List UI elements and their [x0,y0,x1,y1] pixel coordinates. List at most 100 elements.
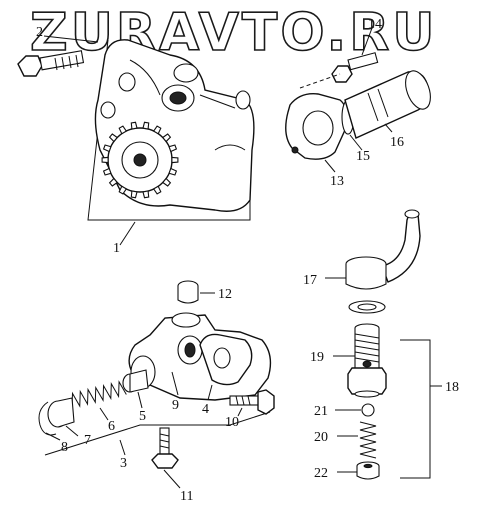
leader-6 [99,407,109,421]
valve-body-top-boss [171,312,201,328]
part-14-bolt [299,27,379,89]
part-2-bolt [17,35,99,77]
pump-side-boss [235,90,251,110]
gear-tooth [162,133,172,143]
pump-lower-boss [100,101,116,119]
pump-body-contours [129,59,246,151]
callout-8: 8 [61,440,68,455]
bolt-2-thread [54,54,79,71]
flange-13-bore [302,110,334,146]
cap-12-side [177,286,199,304]
watermark-text: ZURAVTO.RU [30,3,437,63]
pump-top-port [173,63,199,83]
gear-tooth [130,121,138,130]
gear-tooth [108,133,118,143]
bolt-11-thread [159,433,170,449]
gear-tooth [118,185,128,195]
gear-tooth [102,167,112,176]
ball-21 [361,403,375,417]
spring-20-coil [359,421,377,459]
flange-13-bolt-hole [291,146,299,154]
part-20-spring [337,421,377,459]
callout-11: 11 [180,489,193,504]
gear-tooth [162,177,172,187]
cup-7-side [57,397,75,428]
bolt-2-head [17,55,43,77]
leader-11 [163,469,181,489]
pump-body [94,39,255,212]
bolt-2-shank [39,50,85,71]
callout-4: 4 [202,402,209,417]
pump-outlet-bore [169,91,187,105]
banjo-17-pipe [381,212,421,283]
bracket-18 [400,339,431,479]
gear-tooth [168,167,178,176]
leader-1 [119,221,136,246]
banjo-bolt-19-thread [354,333,380,363]
leader-15 [349,134,363,151]
leader-10 [237,407,243,417]
leader-4 [207,384,213,401]
part-10-bolt [229,389,275,417]
plug-22-slot [363,463,373,469]
gear-tooth [108,177,118,187]
banjo-washer-hole [357,303,377,311]
callout-21: 21 [314,404,328,419]
leader-5 [137,391,143,409]
strainer-16-end [405,70,431,110]
callout-13: 13 [330,174,344,189]
gear-tooth [118,125,128,135]
part-7-cup [47,397,79,437]
bolt-14-shank [347,52,379,71]
strainer-16-bands [367,88,389,122]
gear-tooth [101,156,109,164]
gear-tooth [152,125,162,135]
callout-16: 16 [390,135,404,150]
callout-1: 1 [113,241,120,256]
leader-14 [361,27,373,56]
part-17-banjo [325,209,421,290]
bolt-10-head [257,389,275,415]
part-5-plug [122,369,149,409]
oil-pump-assembly [87,39,255,246]
bolt-10-shank [229,395,261,406]
part-13-flange [285,93,348,173]
part-6-spring [71,380,127,421]
gear-tooth [130,190,138,199]
bolt-14-axis [299,73,341,89]
callout-5: 5 [139,409,146,424]
callout-22: 22 [314,466,328,481]
banjo-bolt-19-port [362,360,372,368]
part-22-plug [337,461,380,480]
gear-tooth [168,144,178,153]
callout-2: 2 [36,25,43,40]
callout-6: 6 [108,419,115,434]
callout-18: 18 [445,380,459,395]
callout-14: 14 [368,17,382,32]
part-11-bolt [151,427,181,489]
callout-7: 7 [84,433,91,448]
leader-13 [324,159,336,173]
part-8-clip [38,401,61,441]
leader-3 [119,439,126,456]
banjo-bolt-19-base [354,390,380,398]
gear-tooth [142,190,150,199]
banjo-bolt-19-head [347,367,387,395]
relief-valve-assembly [38,280,275,489]
bolt-11-head [151,453,179,469]
leader-9 [171,371,179,396]
callout-10: 10 [225,415,239,430]
leader-2 [43,35,99,43]
gear-bore [133,153,147,167]
callout-17: 17 [303,273,317,288]
bolt-14-head [331,65,353,83]
part-12-cap [177,280,215,304]
pump-mount-hole [118,72,136,92]
valve-flange-4-hole [213,347,231,369]
callout-19: 19 [310,350,324,365]
callout-20: 20 [314,430,328,445]
spring-6-coil [71,380,127,409]
callout-12: 12 [218,287,232,302]
